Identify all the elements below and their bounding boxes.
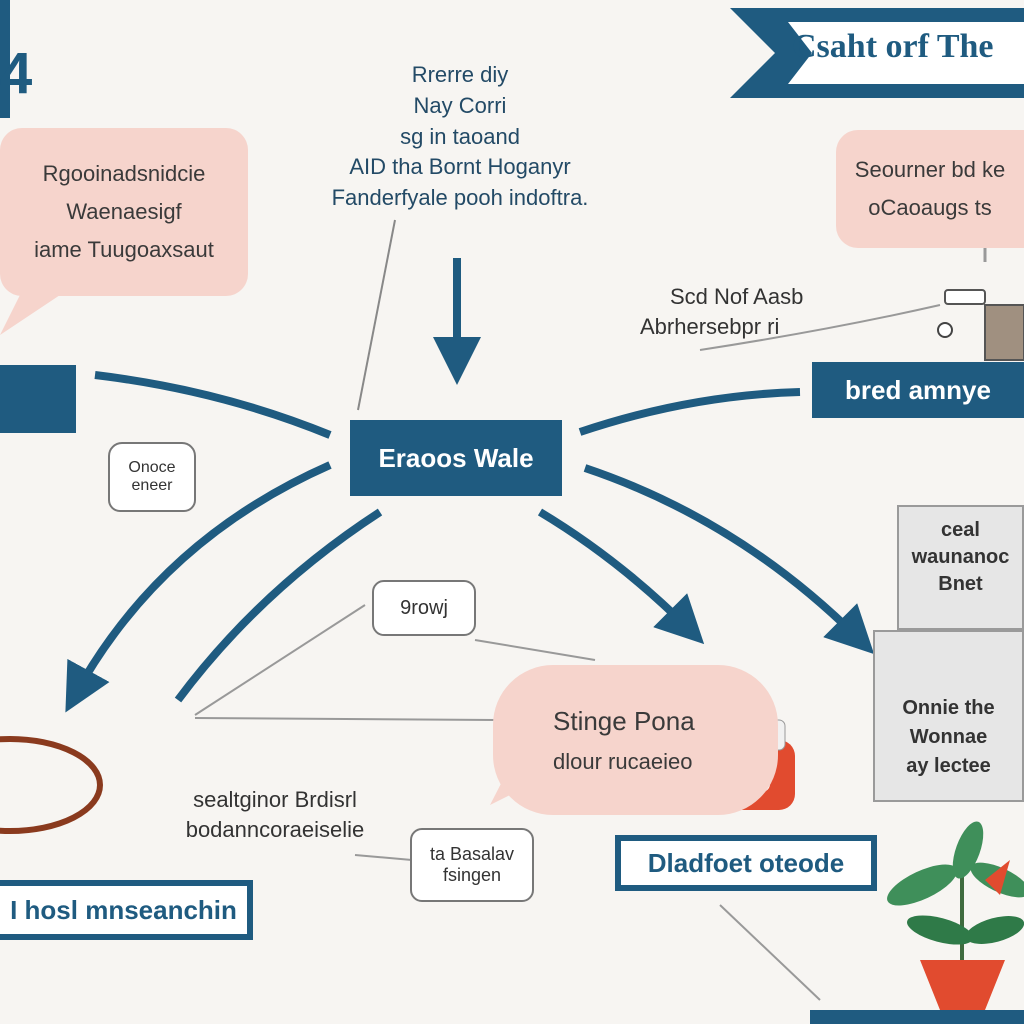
connector-left — [94, 371, 332, 439]
sketch-line-c — [194, 717, 496, 721]
card-line: ay lectee — [906, 755, 991, 777]
arrow-to-left-bottom — [65, 461, 332, 713]
sketch-line-a — [357, 219, 396, 411]
top-center-text: Rrerre diy Nay Corri sg in taoand AID th… — [295, 60, 625, 214]
card-line: Bnet — [938, 573, 983, 595]
tag-left: Onoce eneer — [108, 442, 196, 512]
speech-bubble-center: Stinge Pona dlour rucaeieo — [493, 665, 778, 815]
sketch-line-e — [699, 304, 941, 351]
top-text-line: Rrerre diy — [411, 62, 509, 87]
bubble-line: Stinge Pona — [553, 705, 695, 736]
tag-line: ta Basalav — [429, 844, 515, 864]
arrow-to-bubble — [537, 508, 705, 645]
right-card-upper: ceal waunanoc Bnet — [897, 505, 1024, 630]
card-line: Onnie the — [902, 697, 995, 719]
bubble-line: Seourner bd ke — [854, 157, 1006, 182]
top-text-line: AID tha Bornt Hoganyr — [349, 154, 571, 180]
tag-bottom: ta Basalav fsingen — [410, 828, 534, 902]
note-line: sealtginor Brdisrl — [193, 787, 357, 812]
note-line: bodanncoraeiselie — [185, 816, 365, 842]
top-text-line: Fanderfyale pooh indoftra. — [331, 185, 589, 211]
tag-center: 9rowj — [372, 580, 476, 636]
card-line: waunanoc — [911, 546, 1010, 568]
card-line: Wonnae — [909, 726, 988, 748]
bubble-line: oCaoaugs ts — [868, 195, 992, 220]
hardware-sketch-icon — [937, 289, 1024, 361]
sketch-line-g — [719, 904, 821, 1001]
right-label-box[interactable]: bred amnye — [812, 362, 1024, 418]
bottom-left-box[interactable]: I hosl mnseanchin — [0, 880, 253, 940]
top-left-glyph: 4 — [0, 41, 33, 106]
note-bottom-left: sealtginor Brdisrl bodanncoraeiselie — [150, 785, 400, 844]
bubble-line: iame Tuugoaxsaut — [34, 237, 214, 262]
arrow-center-lower — [174, 508, 383, 703]
note-top-right: Scd Nof Aasb Abrhersebpr ri — [640, 282, 840, 341]
bubble-line: Rgooinadsnidcie — [42, 161, 206, 186]
note-line: Scd Nof Aasb — [670, 284, 804, 309]
left-accent-bar — [0, 0, 10, 118]
bottom-center-box[interactable]: Dladfoet oteode — [615, 835, 877, 891]
bottom-accent-bar — [810, 1010, 1024, 1024]
sketch-line-f — [354, 854, 413, 861]
speech-bubble-top-right: Seourner bd ke oCaoaugs ts — [836, 130, 1024, 248]
connector-right — [578, 388, 801, 436]
center-node[interactable]: Eraoos Wale — [350, 420, 562, 496]
arrow-to-card — [583, 464, 875, 655]
bubble-line: Waenaesigf — [66, 199, 182, 224]
speech-bubble-top-left: Rgooinadsnidcie Waenaesigf iame Tuugoaxs… — [0, 128, 248, 296]
top-text-line: Nay Corri — [413, 92, 507, 118]
sketch-line-d — [474, 639, 596, 661]
tag-line: fsingen — [442, 865, 502, 885]
top-text-line: sg in taoand — [400, 123, 520, 149]
potted-plant-icon — [887, 821, 1024, 1010]
bubble-tail-left — [0, 295, 60, 335]
right-card-lower: Onnie the Wonnae ay lectee — [873, 630, 1024, 802]
title-banner: Csaht orf The — [730, 8, 1024, 98]
page-title: Csaht orf The — [792, 28, 994, 65]
ring-shape — [0, 736, 103, 834]
note-line: Abrhersebpr ri — [640, 313, 780, 339]
bubble-line: dlour rucaeieo — [553, 748, 693, 774]
sketch-line-b — [194, 604, 366, 716]
tag-line: eneer — [131, 477, 173, 494]
card-line: ceal — [941, 519, 980, 541]
left-blank-box — [0, 365, 76, 433]
tag-line: Onoce — [128, 459, 176, 476]
